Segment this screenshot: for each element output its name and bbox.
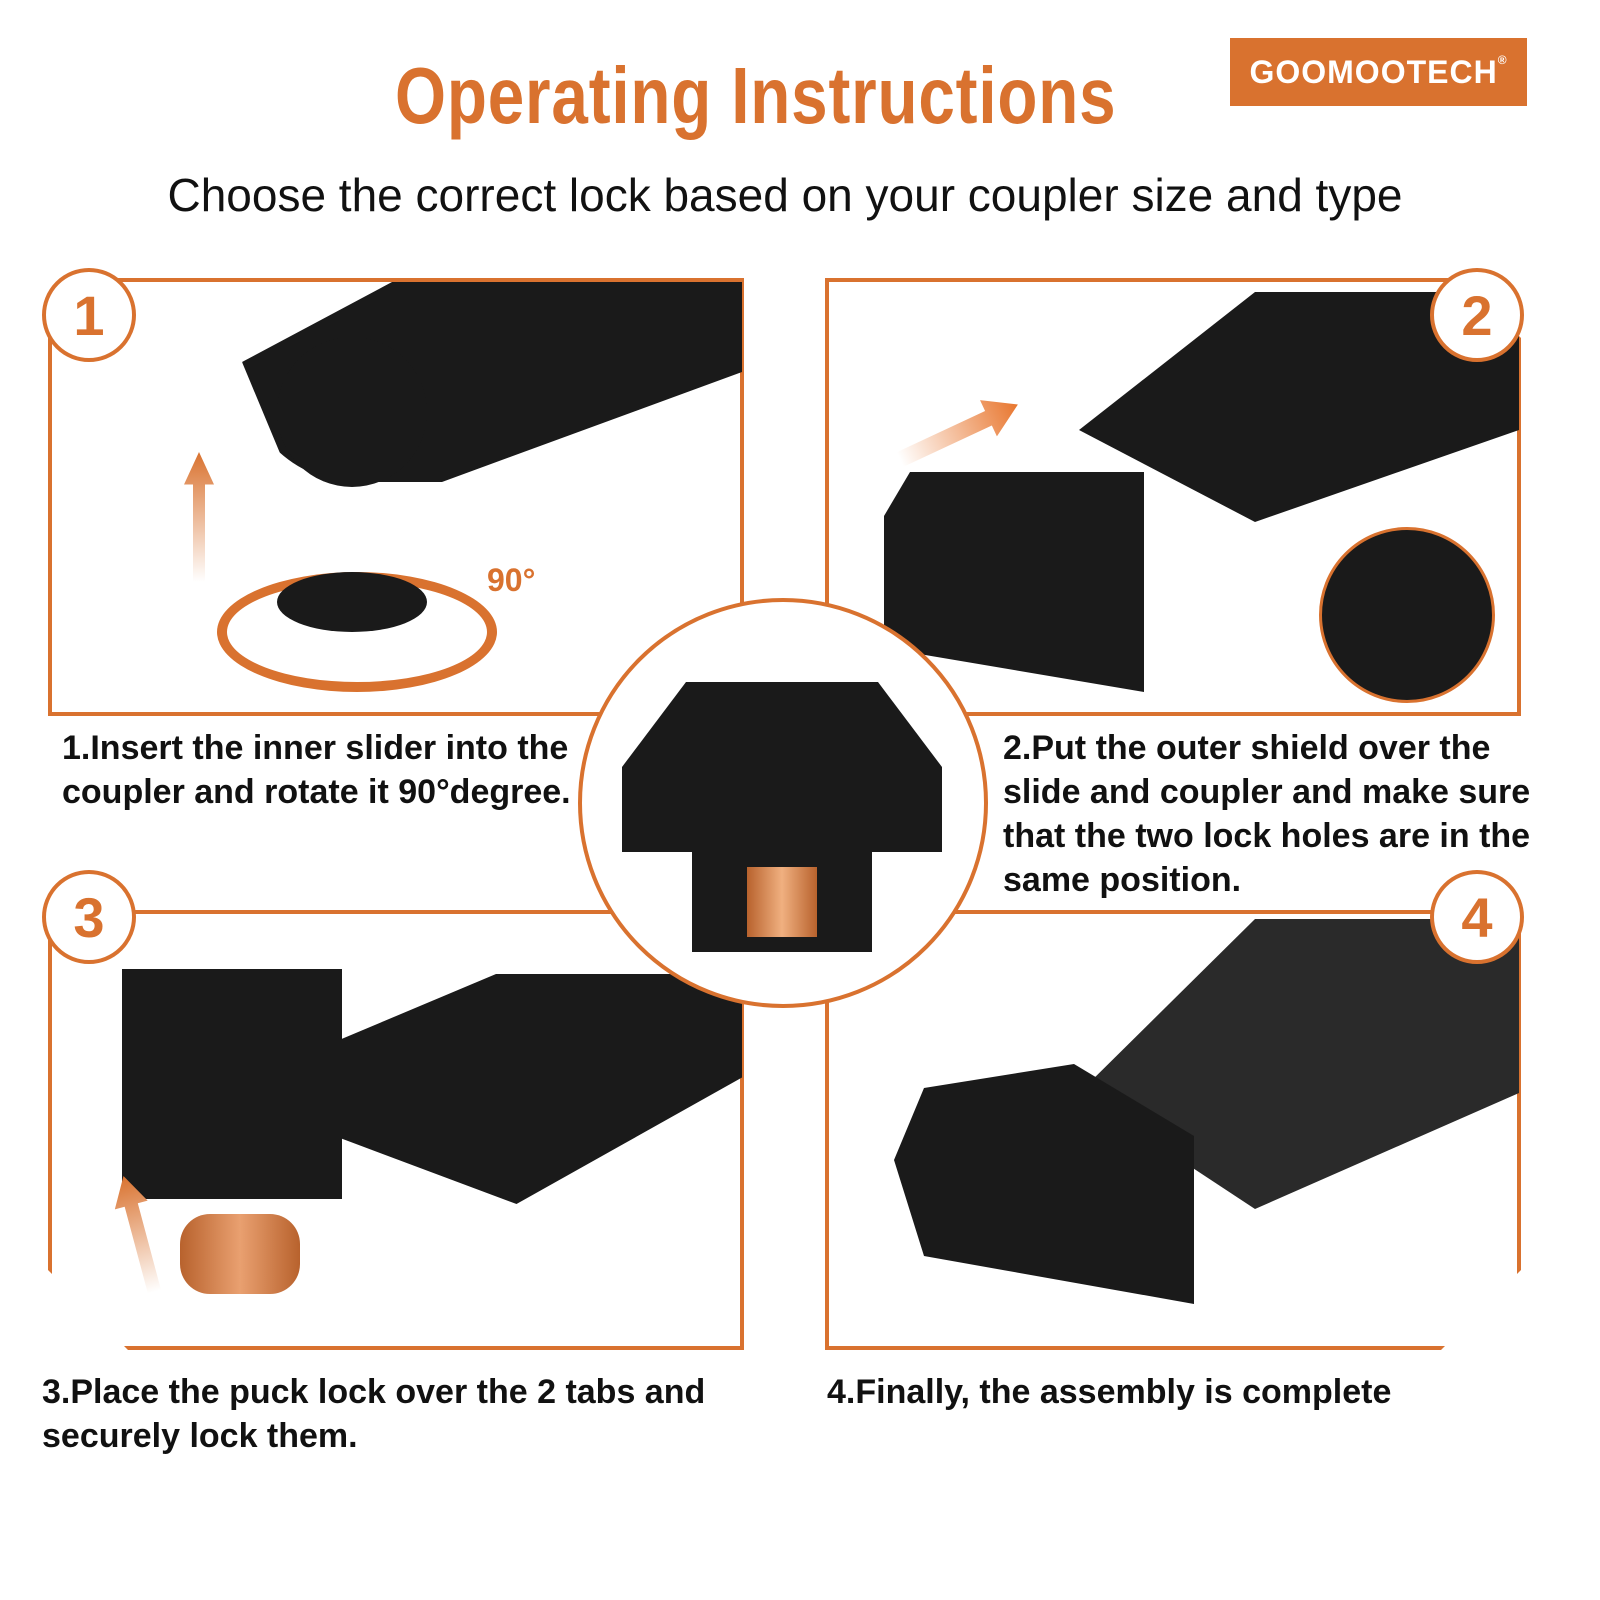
step-3-panel	[48, 910, 744, 1350]
lock-cylinder	[747, 867, 817, 937]
shield-product-image	[622, 682, 942, 852]
detail-inset	[1319, 527, 1495, 703]
subtitle: Choose the correct lock based on your co…	[167, 169, 1403, 221]
step-1-panel: 90°	[48, 278, 744, 716]
step-4-panel	[825, 910, 1521, 1350]
puck-lock-image	[180, 1214, 300, 1294]
step-1-badge: 1	[42, 268, 136, 362]
step-4-badge: 4	[1430, 870, 1524, 964]
up-arrow-icon	[184, 452, 214, 582]
step-2-panel	[825, 278, 1521, 716]
step-3-caption: 3.Place the puck lock over the 2 tabs an…	[42, 1373, 706, 1455]
brand-logo: GOOMOOTECH®	[1230, 38, 1527, 106]
outer-shield-image	[122, 969, 342, 1199]
coupler-image	[332, 974, 742, 1204]
page-title: Operating Instructions	[395, 51, 1117, 140]
coupler-ball	[277, 337, 427, 487]
step-2-badge: 2	[1430, 268, 1524, 362]
right-arrow-icon	[892, 386, 1027, 477]
outer-shield-image	[884, 472, 1144, 692]
angle-label: 90°	[487, 562, 536, 598]
step-4-caption: 4.Finally, the assembly is complete	[827, 1373, 1392, 1411]
inner-slider-image	[277, 572, 427, 632]
logo-text: GOOMOOTECH	[1249, 53, 1498, 90]
step-2-caption: 2.Put the outer shield over the slide an…	[1003, 729, 1531, 899]
step-3-badge: 3	[42, 870, 136, 964]
product-closeup-circle	[578, 598, 988, 1008]
step-1-caption: 1.Insert the inner slider into the coupl…	[62, 729, 571, 811]
